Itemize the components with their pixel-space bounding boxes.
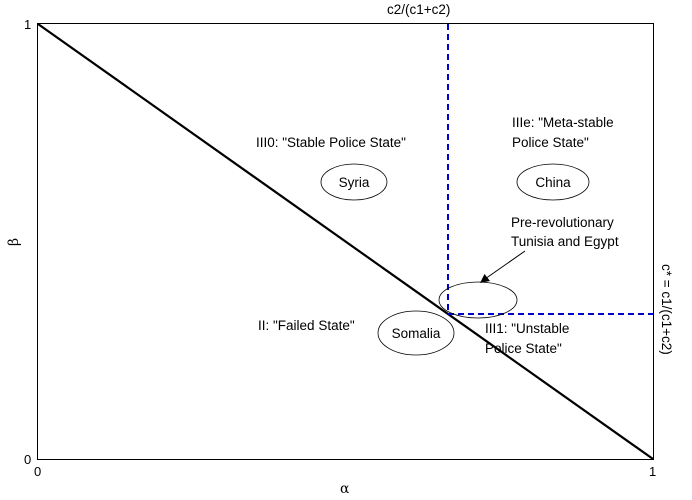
vertical-threshold-label: c2/(c1+c2) [387,2,450,17]
region-iii1-label-line2: Police State" [485,341,562,356]
region-iiie-label-line2: Police State" [512,135,589,150]
x-axis-label: α [340,481,350,497]
y-tick-bottom: 0 [24,452,31,467]
y-axis-label: β [6,238,22,246]
region-iii0-label: III0: "Stable Police State" [256,135,406,150]
china-ellipse [516,163,590,201]
annotation-arrow [484,250,526,280]
horizontal-threshold-label: c* = c1/(c1+c2) [659,264,674,355]
region-iiie-label-line1: IIIe: "Meta-stable [512,115,614,130]
diagonal-boundary-line [37,23,654,460]
y-tick-top: 1 [24,17,31,32]
x-tick-right: 1 [649,464,656,479]
annotation-arrowhead [480,274,490,283]
tunisia-egypt-ellipse [438,281,518,319]
china-label: China [535,175,571,190]
region-ii-label: II: "Failed State" [258,318,355,333]
syria-ellipse [320,163,388,201]
plot-frame [37,23,654,460]
annotation-label-line2: Tunisia and Egypt [511,234,619,249]
annotation-label-line1: Pre-revolutionary [511,215,614,230]
somalia-label: Somalia [392,326,441,341]
region-iii1-label-line1: III1: "Unstable [485,321,569,336]
syria-label: Syria [339,175,370,190]
x-tick-left: 0 [34,464,41,479]
somalia-ellipse [377,310,455,356]
